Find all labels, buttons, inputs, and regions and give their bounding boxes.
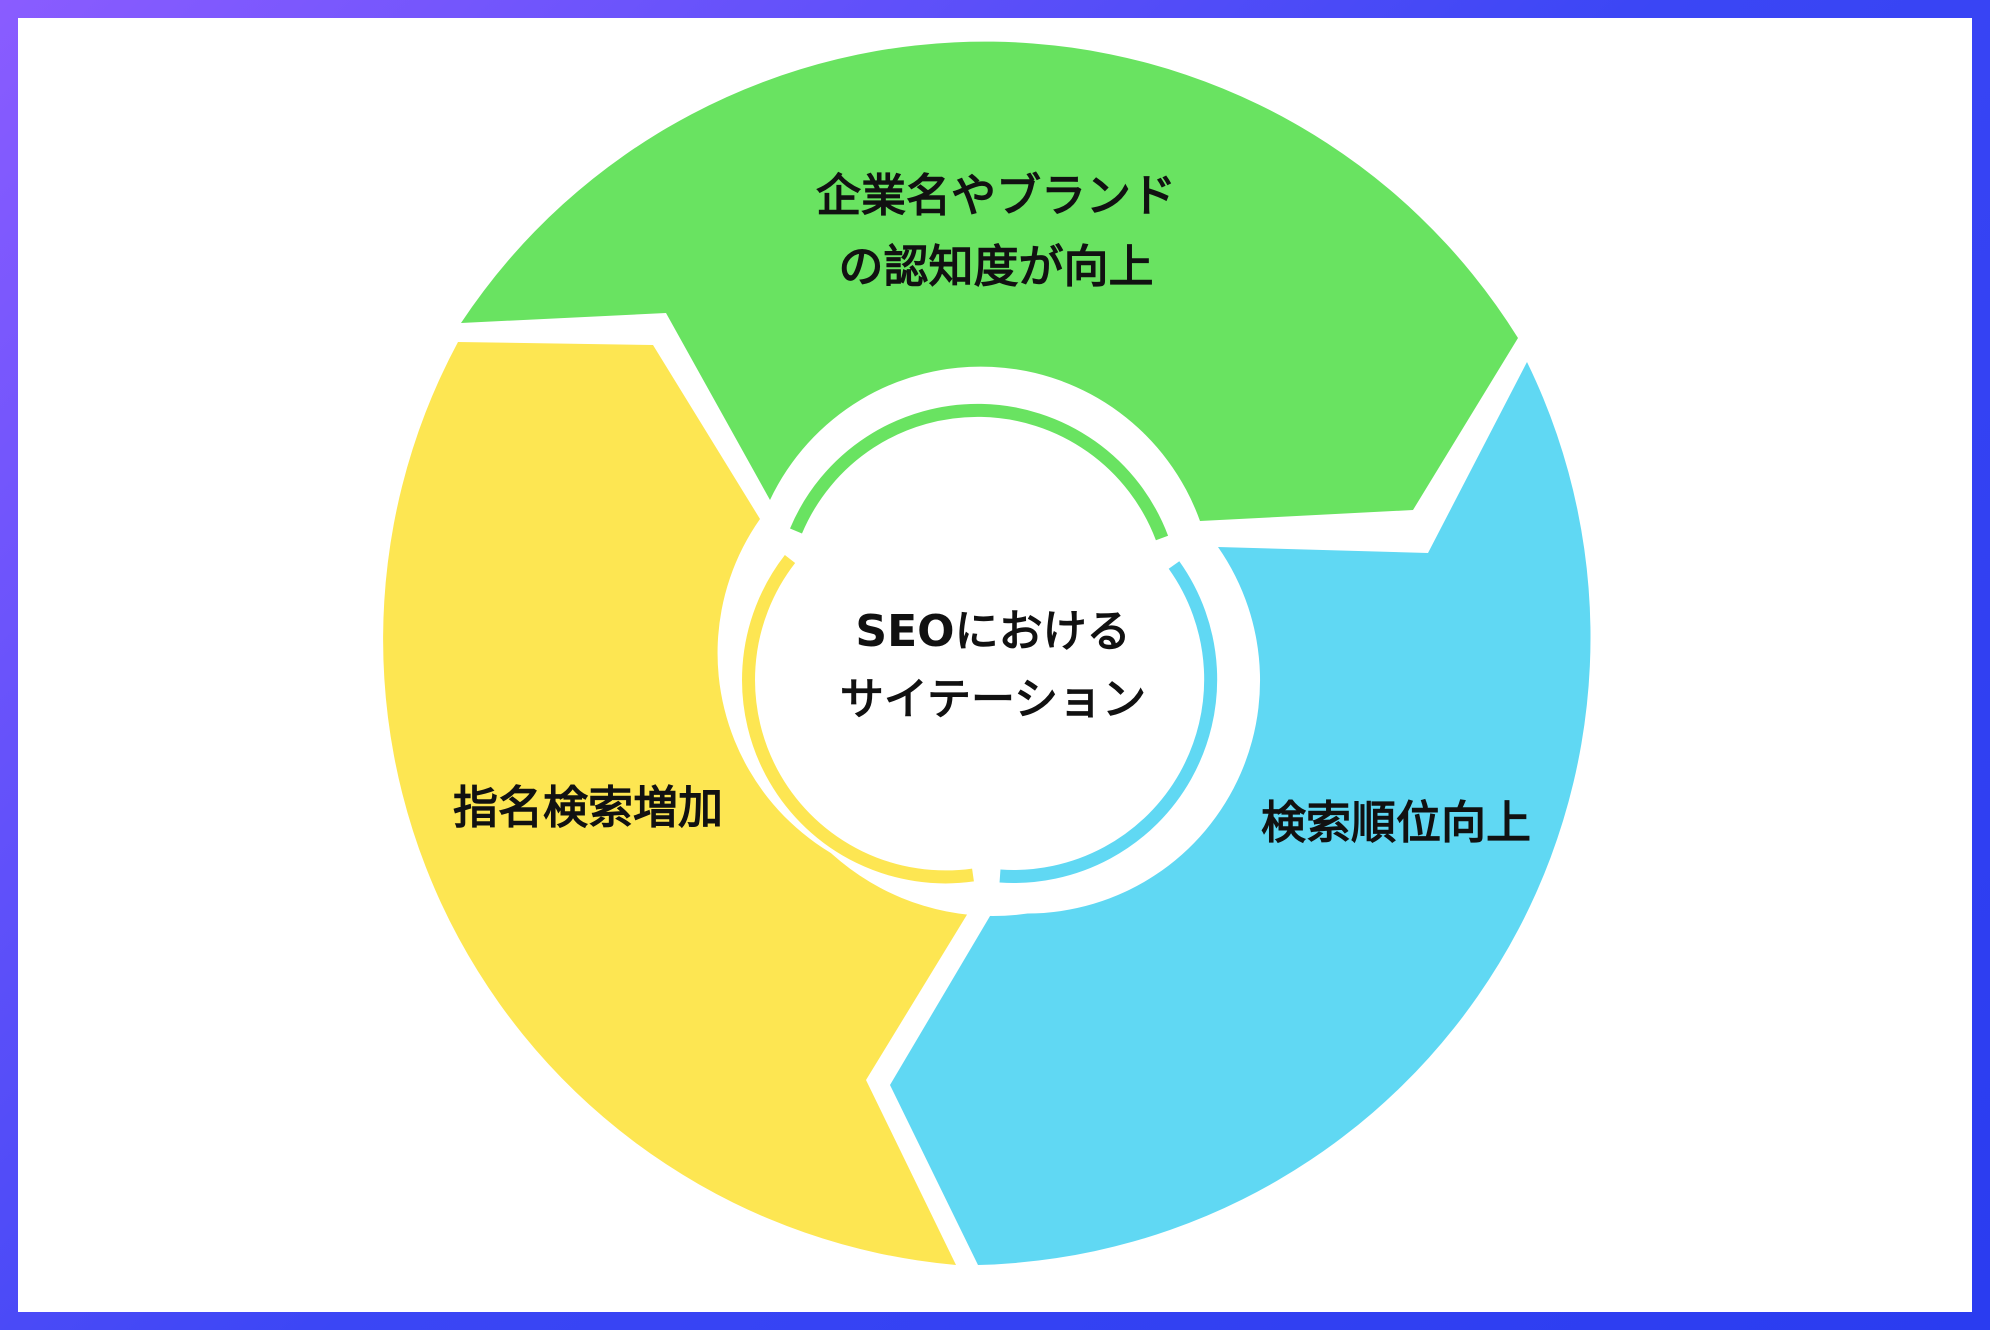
inner-arc-green (790, 403, 1169, 541)
inner-ring-bg (753, 436, 1233, 916)
segment-yellow (383, 342, 973, 1265)
cycle-diagram: SEOにおける サイテーション 企業名やブランド の認知度が向上 検索順位向上 … (380, 41, 1616, 1284)
center-title-line1: SEOにおける (855, 606, 1130, 657)
segment-yellow-label: 指名検索増加 (453, 781, 723, 834)
segment-blue-label: 検索順位向上 (1261, 796, 1531, 849)
inner-arc-blue (999, 561, 1218, 883)
segment-green-label-line2: の認知度が向上 (838, 240, 1153, 293)
diagram-card: SEOにおける サイテーション 企業名やブランド の認知度が向上 検索順位向上 … (18, 18, 1972, 1312)
segment-blue (890, 362, 1591, 1265)
segment-green (461, 41, 1518, 521)
inner-arc-yellow (742, 555, 974, 884)
center-title-line2: サイテーション (840, 674, 1146, 725)
segment-green-label-line1: 企業名やブランド (816, 169, 1176, 222)
